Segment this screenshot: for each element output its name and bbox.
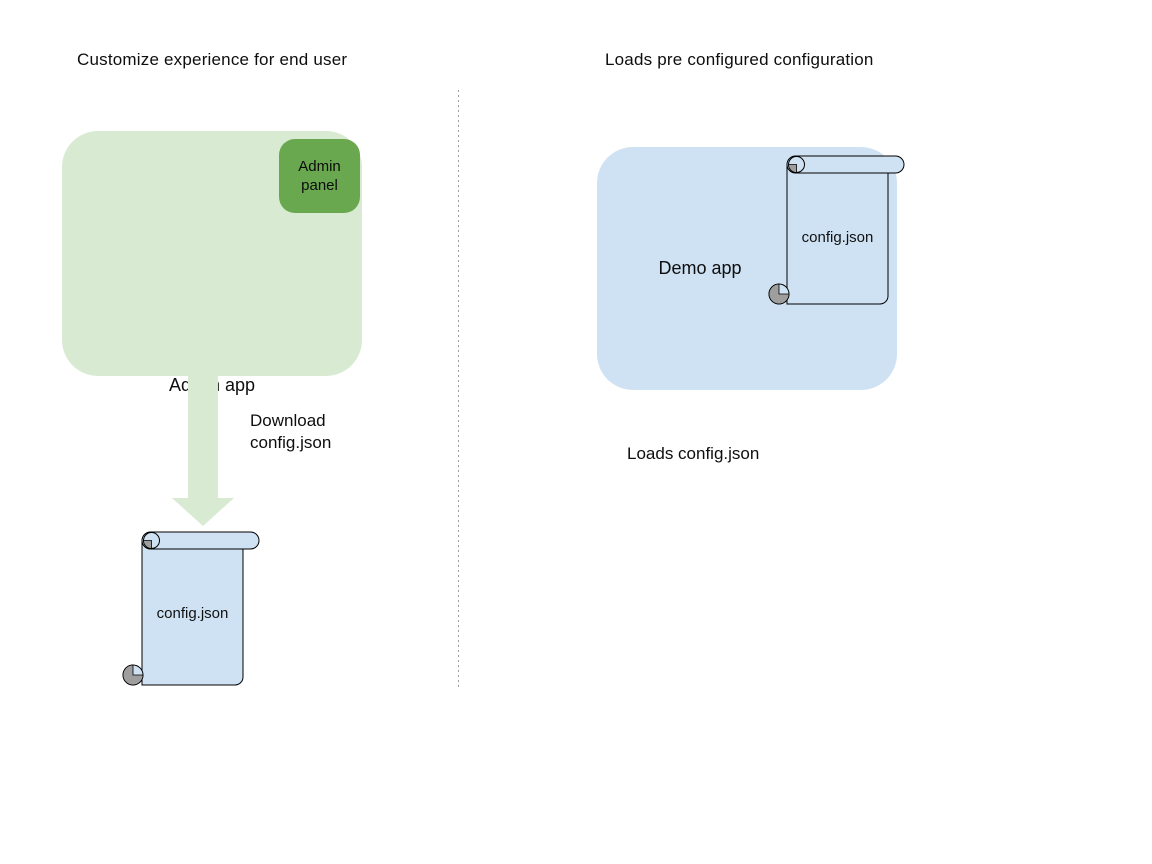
download-arrow-label-line1: Download (250, 411, 326, 430)
left-section-title: Customize experience for end user (77, 50, 348, 69)
demo-app-label: Demo app (658, 258, 742, 278)
config-json-label: config.json (801, 229, 874, 246)
section-divider-dotted-line (458, 90, 459, 687)
admin-panel-label: Admin panel (298, 158, 341, 194)
download-arrow-label: Download config.json (250, 410, 331, 454)
down-arrow-shape (172, 376, 234, 526)
download-arrow-icon (172, 376, 234, 526)
scroll-icon (768, 155, 905, 305)
right-section-title: Loads pre configured configuration (605, 50, 874, 69)
config-json-scroll-left: config.json (120, 524, 270, 694)
config-json-label: config.json (156, 605, 229, 622)
download-arrow-label-line2: config.json (250, 433, 332, 452)
config-json-scroll-right: config.json (765, 148, 915, 318)
admin-app-box: Admin panel Admin app (62, 131, 362, 395)
scroll-icon (122, 531, 260, 686)
admin-panel-box: Admin panel (279, 139, 360, 213)
loads-config-caption: Loads config.json (627, 444, 760, 463)
